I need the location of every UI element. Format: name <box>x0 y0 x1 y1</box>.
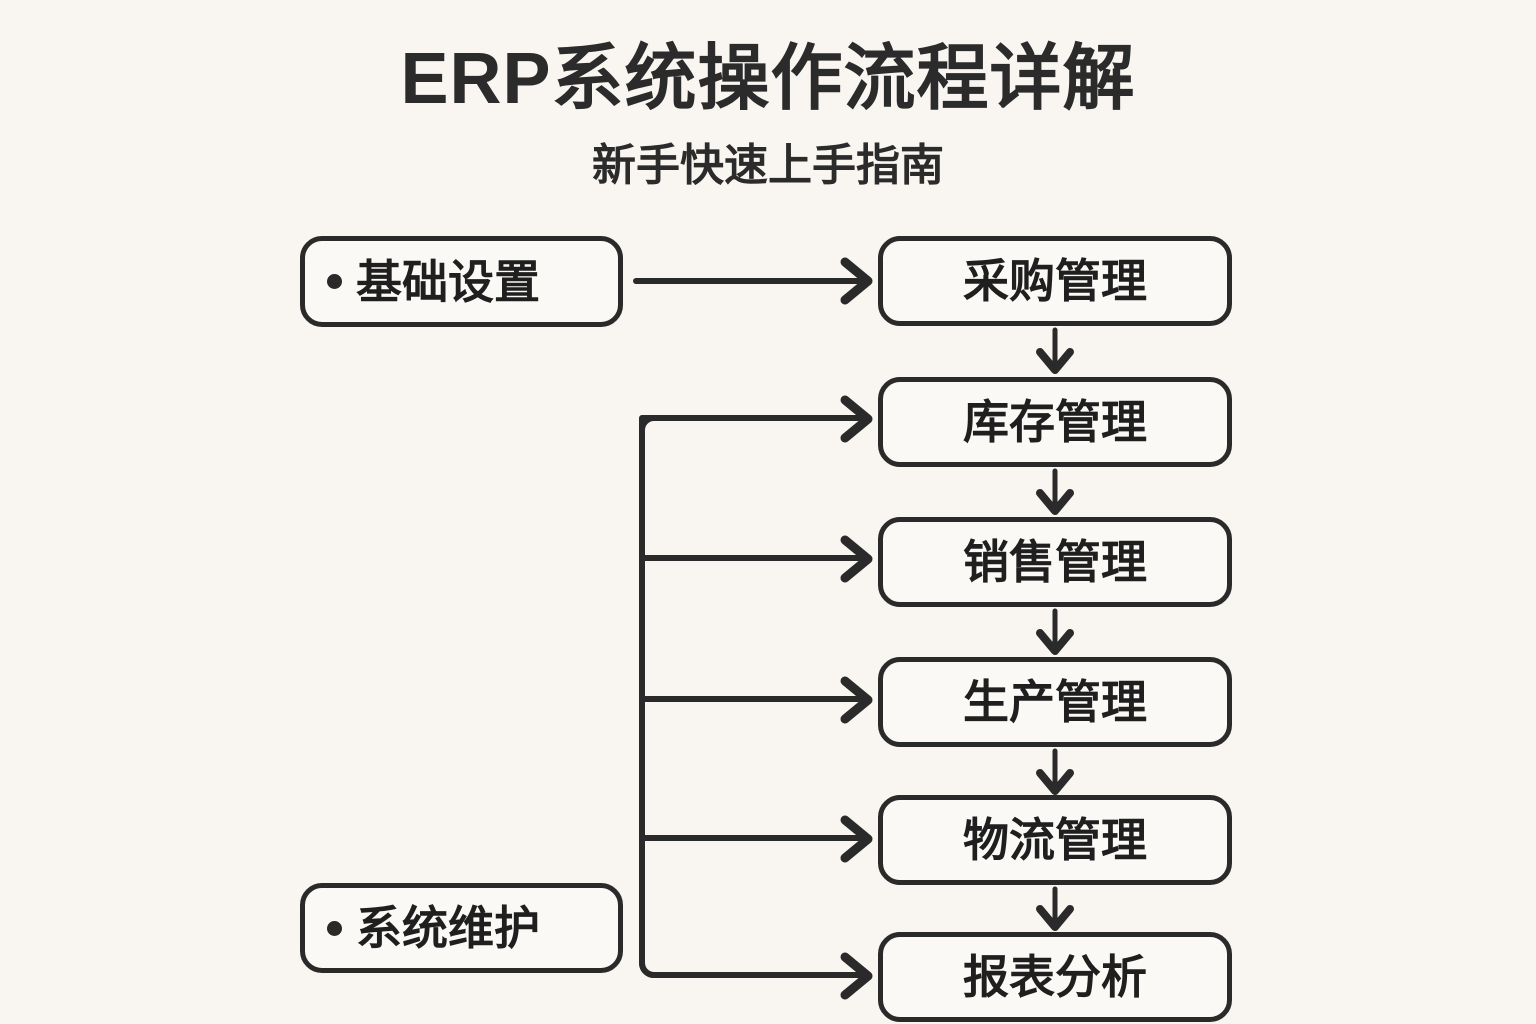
connector-sales-to-production <box>1036 608 1074 655</box>
node-purchasing[interactable]: 采购管理 <box>878 236 1232 326</box>
connector-branch-to-sales <box>639 535 873 583</box>
node-label-inventory: 库存管理 <box>963 396 1147 448</box>
bullet-dot-icon <box>327 920 342 936</box>
connector-trunk <box>639 415 657 978</box>
bullet-dot-icon <box>327 274 342 289</box>
node-inventory[interactable]: 库存管理 <box>878 377 1232 467</box>
connector-inventory-to-sales <box>1036 468 1074 515</box>
node-label-reporting: 报表分析 <box>963 951 1147 1003</box>
node-sales[interactable]: 销售管理 <box>878 517 1232 607</box>
node-label-production: 生产管理 <box>963 676 1147 728</box>
node-label-system-maintenance: 系统维护 <box>356 902 540 954</box>
node-label-purchasing: 采购管理 <box>963 255 1147 307</box>
page-title: ERP系统操作流程详解 <box>400 39 1136 119</box>
connector-branch-to-logistics <box>639 815 873 863</box>
connector-base-setup-to-purchasing <box>633 257 873 305</box>
connector-branch-to-inventory <box>651 395 873 443</box>
node-label-base-setup: 基础设置 <box>356 255 540 308</box>
connector-branch-to-reporting <box>651 952 873 1000</box>
connector-logistics-to-reporting <box>1036 886 1074 931</box>
connector-production-to-logistics <box>1036 748 1074 795</box>
node-production[interactable]: 生产管理 <box>878 657 1232 747</box>
node-reporting[interactable]: 报表分析 <box>878 932 1232 1022</box>
connector-purchasing-to-inventory <box>1036 327 1074 374</box>
node-label-sales: 销售管理 <box>963 536 1147 588</box>
node-logistics[interactable]: 物流管理 <box>878 795 1232 885</box>
connector-branch-to-production <box>639 676 873 724</box>
node-base-setup[interactable]: 基础设置 <box>300 236 623 327</box>
page-subtitle: 新手快速上手指南 <box>592 141 944 190</box>
node-system-maintenance[interactable]: 系统维护 <box>300 883 623 973</box>
node-label-logistics: 物流管理 <box>963 814 1147 866</box>
